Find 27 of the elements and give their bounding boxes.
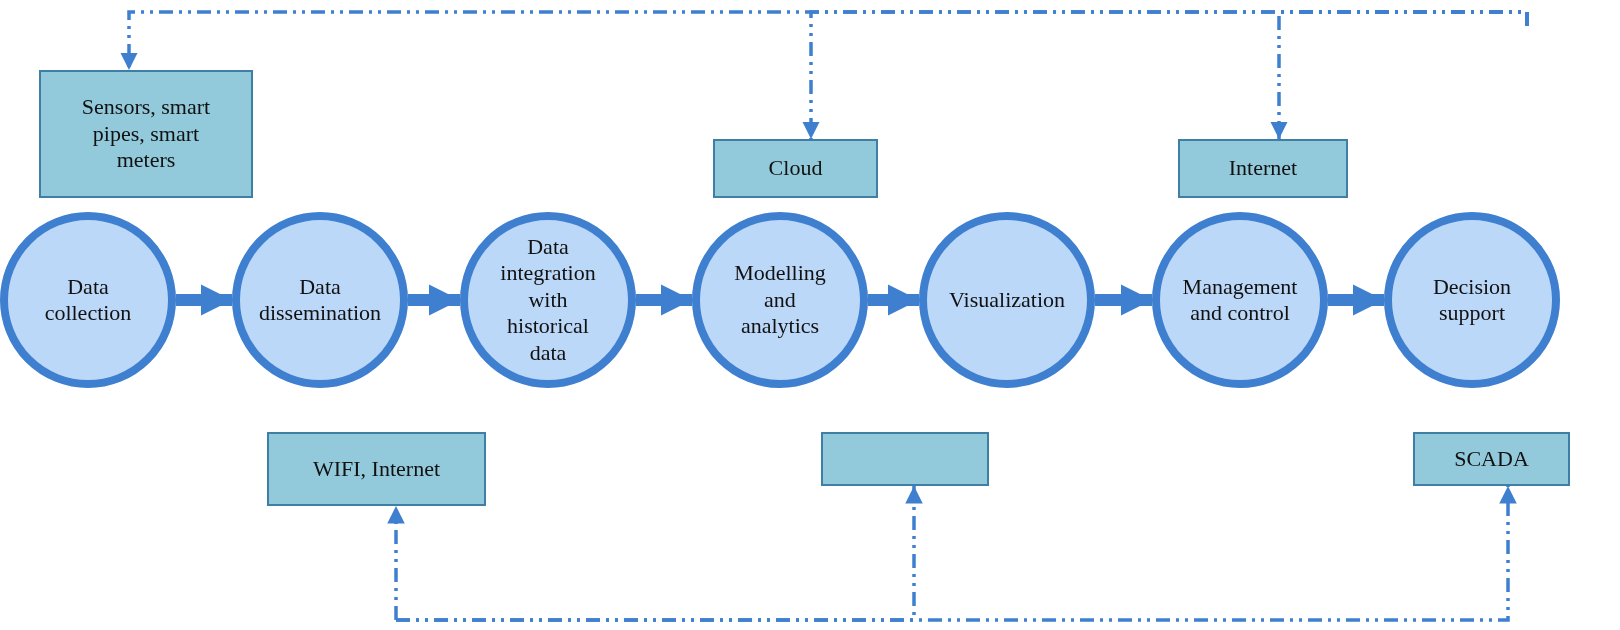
chevron-arrow bbox=[1328, 284, 1384, 316]
node-text: Sensors, smart pipes, smart meters bbox=[80, 94, 212, 174]
label-box bbox=[267, 432, 486, 506]
node-text: WIFI, Internet bbox=[312, 455, 441, 483]
node-text: Visualization bbox=[949, 286, 1065, 314]
chevron-arrow bbox=[1095, 284, 1152, 316]
chevron-arrow bbox=[636, 284, 692, 316]
node-text: Management and control bbox=[1182, 273, 1298, 327]
node-text: Internet bbox=[1228, 155, 1298, 182]
chevron-arrow bbox=[868, 284, 919, 316]
node-text: Data dissemination bbox=[258, 273, 382, 327]
node-text: Decision support bbox=[1431, 273, 1513, 327]
empty-box bbox=[821, 432, 989, 486]
label-box bbox=[1178, 139, 1348, 198]
chevron-arrow bbox=[176, 284, 232, 316]
dash-dot-arrow bbox=[1270, 10, 1529, 139]
node-text: SCADA bbox=[1454, 445, 1529, 473]
dash-dot-arrow bbox=[396, 486, 1517, 622]
node-text: Modelling and analytics bbox=[733, 260, 827, 340]
dash-dot-arrow bbox=[387, 506, 405, 620]
node-text: Data integration with historical data bbox=[499, 234, 597, 366]
chevron-arrow bbox=[408, 284, 460, 316]
node-text: Cloud bbox=[768, 155, 823, 182]
label-box bbox=[713, 139, 878, 198]
node-text: Data collection bbox=[43, 273, 133, 327]
label-box bbox=[39, 70, 253, 198]
label-box bbox=[1413, 432, 1570, 486]
